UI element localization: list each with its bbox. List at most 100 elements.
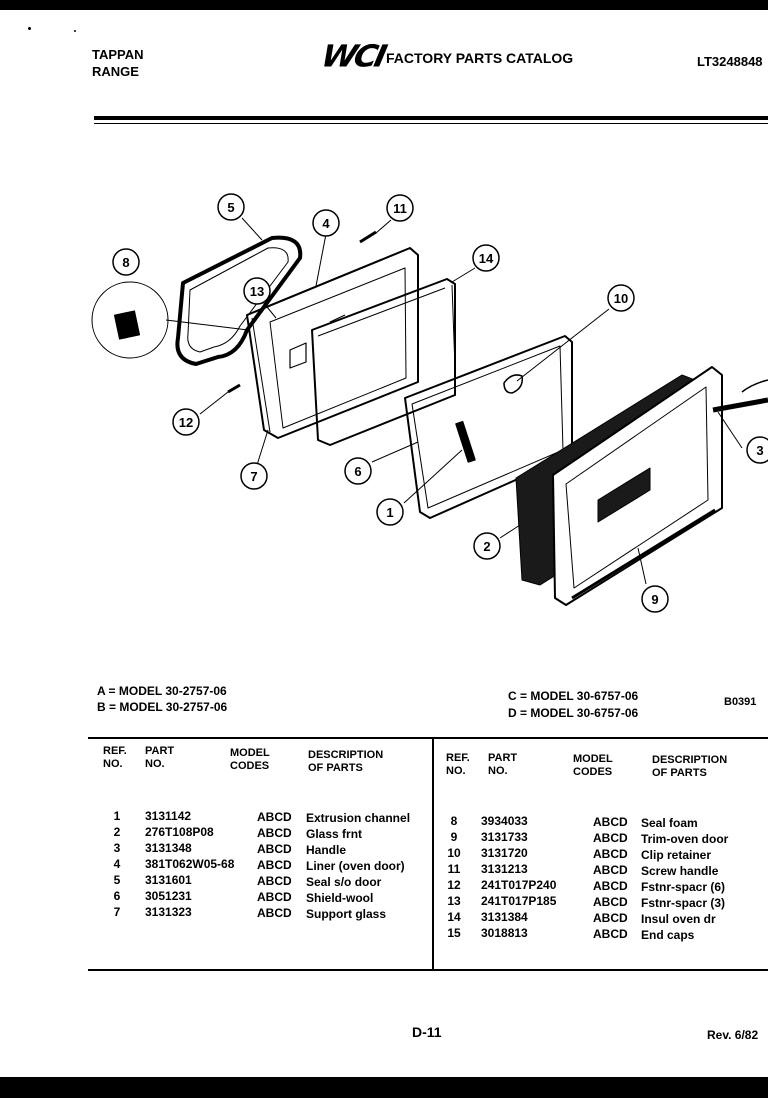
callout-13: 13 <box>243 277 271 305</box>
table-cell-ref: 9 <box>450 830 458 844</box>
table-divider <box>432 739 434 971</box>
table-cell-desc: Seal s/o door <box>306 875 382 889</box>
table-cell-desc: Insul oven dr <box>641 912 716 926</box>
part-handle <box>712 397 768 413</box>
table-cell-desc: Trim-oven door <box>641 832 729 846</box>
left-codes-column: ABCD ABCD ABCD ABCD ABCD ABCD ABCD <box>257 809 292 921</box>
table-top-rule <box>88 737 768 739</box>
table-cell-desc: Glass frnt <box>306 827 363 841</box>
part-seal-door <box>175 235 303 366</box>
callout-4: 4 <box>312 209 340 237</box>
left-ref-column: 1 2 3 4 5 6 7 <box>107 808 127 920</box>
header-part: PART NO. <box>145 745 175 770</box>
right-desc-column: Seal foam Trim-oven door Clip retainer S… <box>641 815 728 943</box>
table-cell-part: 3934033 <box>481 814 528 828</box>
table-cell-desc: Extrusion channel <box>306 811 411 825</box>
left-desc-column: Extrusion channel Glass frnt Handle Line… <box>306 810 410 922</box>
revision-date: Rev. 6/82 <box>707 1028 759 1042</box>
table-cell-ref: 7 <box>113 905 121 919</box>
table-cell-codes: ABCD <box>257 890 292 904</box>
svg-text:3: 3 <box>756 443 763 458</box>
model-a: A = MODEL 30-2757-06 <box>97 684 227 698</box>
right-codes-column: ABCD ABCD ABCD ABCD ABCD ABCD ABCD ABCD <box>593 814 628 942</box>
table-cell-part: 3051231 <box>145 889 192 903</box>
table-cell-desc: Fstnr-spacr (6) <box>641 880 726 894</box>
table-cell-part: 241T017P185 <box>481 894 557 908</box>
table-cell-ref: 8 <box>450 814 458 828</box>
table-cell-codes: ABCD <box>257 858 292 872</box>
table-cell-codes: ABCD <box>593 911 628 925</box>
table-cell-part: 381T062W05-68 <box>145 857 235 871</box>
callout-8: 8 <box>112 248 140 276</box>
table-cell-ref: 2 <box>113 825 121 839</box>
table-cell-ref: 3 <box>113 841 121 855</box>
part-seal-foam <box>113 310 141 340</box>
figure-code: B0391 <box>724 696 757 708</box>
table-cell-codes: ABCD <box>257 874 292 888</box>
catalog-code: LT3248848 <box>697 54 763 69</box>
callout-6: 6 <box>344 457 372 485</box>
model-b: B = MODEL 30-2757-06 <box>97 700 228 714</box>
table-cell-codes: ABCD <box>593 927 628 941</box>
table-cell-part: 241T017P240 <box>481 878 557 892</box>
svg-text:6: 6 <box>354 464 361 479</box>
part-insulation <box>311 278 456 446</box>
svg-text:4: 4 <box>322 216 330 231</box>
table-cell-part: 3131720 <box>481 846 528 860</box>
brand-line1: TAPPAN <box>92 47 144 62</box>
part-trim-door <box>552 366 723 606</box>
table-cell-ref: 13 <box>447 894 461 908</box>
table-cell-codes: ABCD <box>593 879 628 893</box>
header-desc: DESCRIPTION OF PARTS <box>308 749 384 774</box>
table-cell-codes: ABCD <box>257 906 292 920</box>
part-fastener <box>227 383 241 394</box>
table-cell-part: 3131213 <box>481 862 528 876</box>
callout-9: 9 <box>641 585 669 613</box>
svg-text:8: 8 <box>122 255 129 270</box>
model-c: C = MODEL 30-6757-06 <box>508 689 639 703</box>
svg-text:14: 14 <box>479 251 494 266</box>
header-ref: REF. NO. <box>103 745 127 770</box>
callout-10: 10 <box>607 284 635 312</box>
model-d: D = MODEL 30-6757-06 <box>508 706 639 720</box>
callout-12: 12 <box>172 408 200 436</box>
table-cell-codes: ABCD <box>593 847 628 861</box>
table-cell-desc: Liner (oven door) <box>306 859 405 873</box>
callout-2: 2 <box>473 532 501 560</box>
table-cell-part: 3131384 <box>481 910 528 924</box>
table-cell-part: 3131323 <box>145 905 192 919</box>
header-rule-thin <box>94 123 768 124</box>
callout-14: 14 <box>472 244 500 272</box>
table-cell-desc: Shield-wool <box>306 891 374 905</box>
header-part-right: PART NO. <box>488 752 518 777</box>
brand-line2: RANGE <box>92 64 139 79</box>
svg-text:1: 1 <box>386 505 393 520</box>
svg-text:9: 9 <box>651 592 658 607</box>
table-cell-part: 3131601 <box>145 873 192 887</box>
callout-layer: 5 4 11 14 8 13 10 12 7 6 1 2 9 3 <box>112 193 768 613</box>
page-number: D-11 <box>412 1024 442 1040</box>
table-cell-codes: ABCD <box>593 863 628 877</box>
table-bottom-rule <box>88 969 768 971</box>
top-border <box>0 0 768 10</box>
table-cell-codes: ABCD <box>257 810 292 824</box>
svg-text:11: 11 <box>393 201 407 216</box>
table-cell-ref: 10 <box>447 846 461 860</box>
header-ref-right: REF. NO. <box>446 752 470 777</box>
catalog-title: FACTORY PARTS CATALOG <box>386 50 574 66</box>
part-screw <box>359 230 377 244</box>
table-cell-ref: 4 <box>113 857 121 871</box>
header-desc-right: DESCRIPTION OF PARTS <box>652 754 728 779</box>
scan-speck <box>74 30 76 32</box>
callout-11: 11 <box>386 194 414 222</box>
table-cell-desc: Screw handle <box>641 864 719 878</box>
svg-text:13: 13 <box>250 284 264 299</box>
svg-text:12: 12 <box>179 415 193 430</box>
right-part-column: 3934033 3131733 3131720 3131213 241T017P… <box>481 813 556 941</box>
table-cell-ref: 12 <box>447 878 461 892</box>
table-cell-ref: 6 <box>113 889 121 903</box>
table-cell-desc: Clip retainer <box>641 848 712 862</box>
callout-7: 7 <box>240 462 268 490</box>
table-cell-part: 3018813 <box>481 926 528 940</box>
svg-text:7: 7 <box>250 469 257 484</box>
